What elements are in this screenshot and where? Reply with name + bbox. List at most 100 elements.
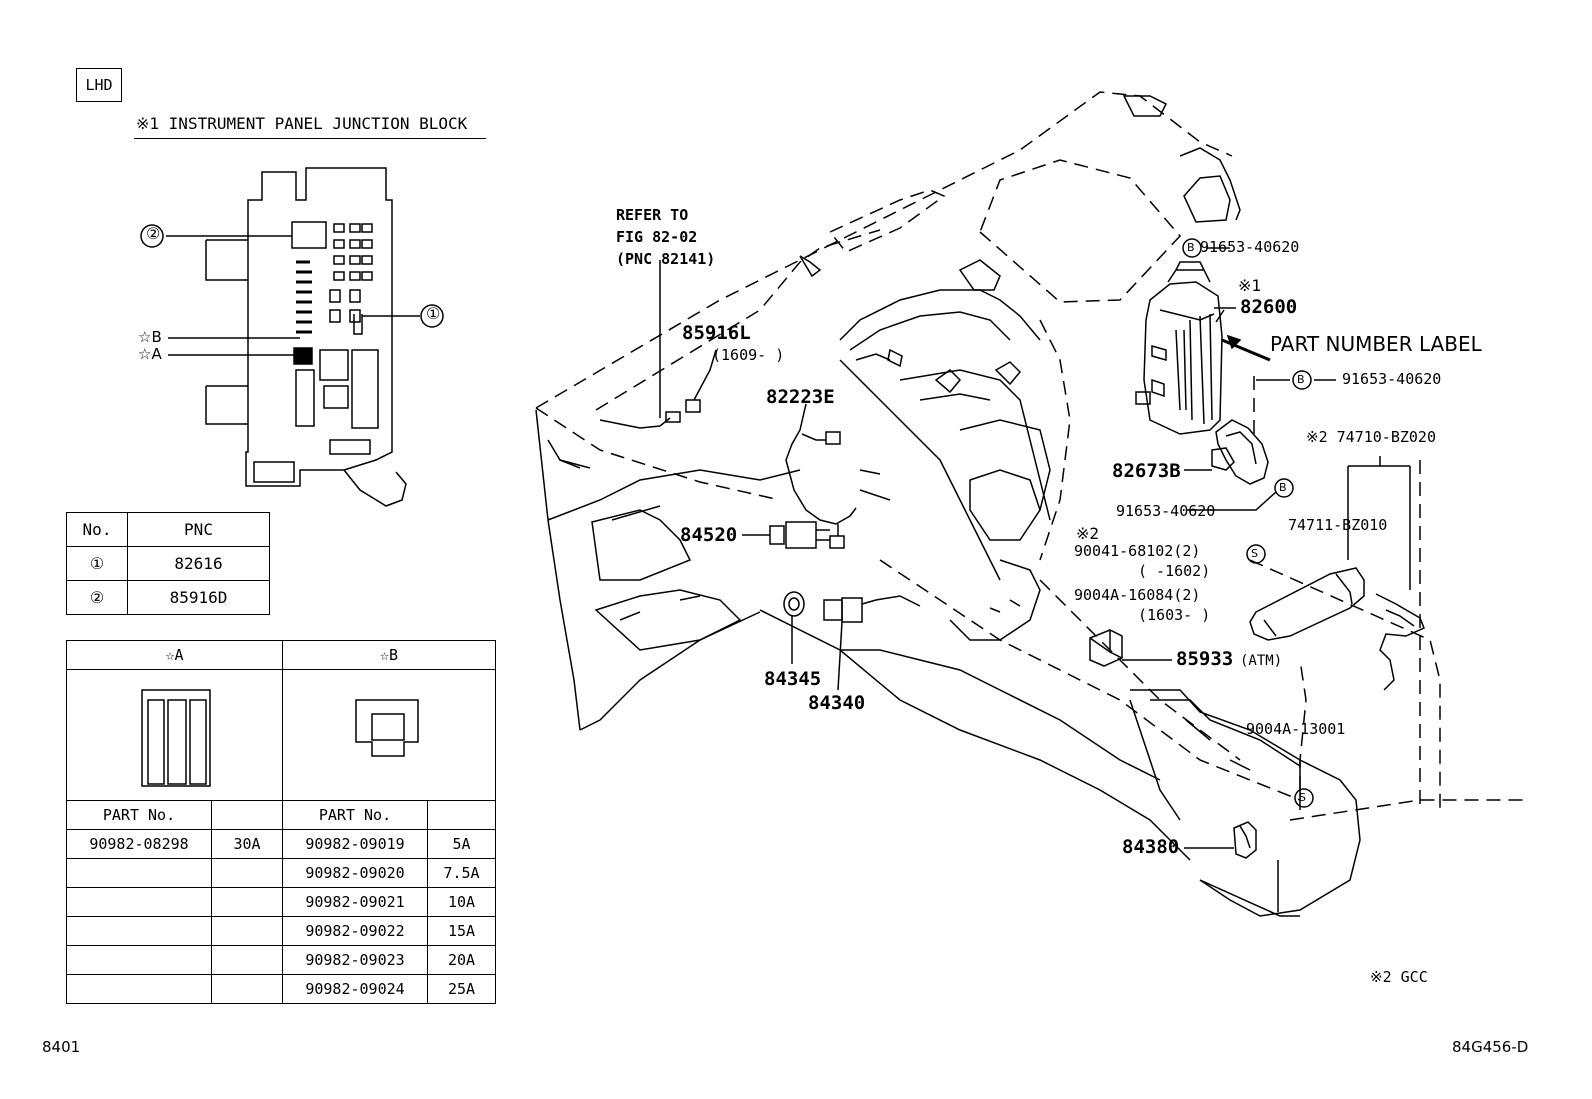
part-9004A-13001: 9004A-13001 [1246,720,1346,738]
part-84340: 84340 [808,692,866,714]
refer-line-3: (PNC 82141) [616,250,716,268]
part-85916L: 85916L [682,322,751,344]
part-82600: 82600 [1240,296,1298,318]
fuse-a-amp [211,945,283,975]
lhd-label: LHD [76,68,122,102]
part-74710: ※2 74710-BZ020 [1306,428,1436,446]
fuse-b-part-header: PART No. [282,800,428,830]
dashboard-body [535,95,1361,917]
fuse-a-amp [211,887,283,917]
part-90041-range: ( -1602) [1138,562,1211,580]
circle-2 [140,224,164,248]
footer-right-code: 84G456-D [1452,1038,1529,1056]
fuse-a-amp [211,916,283,946]
fuse-a-part [66,858,212,888]
footer-left-code: 8401 [42,1038,81,1056]
b-symbol: B [1297,373,1305,386]
fuse-a-part [66,887,212,917]
fuse-a-amp: 30A [211,829,283,859]
junction-marker-2: ② [146,224,161,243]
star-a-label: ☆A [138,345,162,363]
fuse-b-part: 90982-09023 [282,945,428,975]
switch-84340 [823,595,921,691]
part-number-label: PART NUMBER LABEL [1270,332,1482,356]
bracket-74711 [1375,593,1425,691]
fuse-b-amp: 15A [427,916,496,946]
dashboard-outline [535,91,1530,821]
module-82600 [1135,261,1271,435]
fuse-b-amp: 7.5A [427,858,496,888]
fuse-group-a: ☆A [66,640,283,670]
part-84380: 84380 [1122,836,1180,858]
part-82600-mark: ※1 [1238,276,1262,295]
fuse-bars [296,260,312,334]
table-row: 90982-08298 30A 90982-09019 5A [66,829,496,859]
fuse-header-row: PART No. PART No. [66,800,496,830]
bolt-b-3: 91653-40620 [1116,502,1216,520]
fuse-image-row [66,669,496,801]
note2-mark: ※2 [1076,524,1100,543]
b-symbol: B [1279,481,1287,494]
b-symbol: B [1187,241,1195,254]
part-9004A-16084: 9004A-16084(2) [1074,586,1201,604]
fuse-a-part [66,945,212,975]
part-84345: 84345 [764,668,822,690]
pnc-header-row: No. PNC [66,512,270,547]
fuse-b-amp: 10A [427,887,496,917]
pnc-no-cell: ② [66,580,128,615]
table-row: ① 82616 [66,546,270,581]
refer-line-1: REFER TO [616,206,689,224]
ring-84345 [783,591,805,664]
s-symbol: S [1251,547,1258,560]
fuse-a-image-cell [66,669,283,801]
fuse-b-part: 90982-09020 [282,858,428,888]
pnc-value-cell: 85916D [127,580,270,615]
pnc-no-cell: ① [66,546,128,581]
fuse-b-image-cell [282,669,496,801]
fuse-group-b: ☆B [282,640,496,670]
table-row: 90982-09024 25A [66,974,496,1004]
fuse-a-part [66,974,212,1004]
fuse-slots [329,223,373,323]
bolt-b-1: 91653-40620 [1200,238,1300,256]
clip-84380 [1184,821,1257,859]
relay-85933 [1089,629,1172,667]
lhd-text: LHD [85,76,113,94]
fuse-a-amp [211,974,283,1004]
pnc-value-cell: 82616 [127,546,270,581]
bolt-b-2: 91653-40620 [1342,370,1442,388]
part-84520: 84520 [680,524,738,546]
fuse-a-amp-header [211,800,283,830]
fuse-b-part: 90982-09022 [282,916,428,946]
part-85916L-range: (1609- ) [712,346,785,364]
b-circles [1182,238,1314,808]
circle-1 [420,304,444,328]
table-row: ② 85916D [66,580,270,615]
pnc-header-no: No. [66,512,128,547]
fuse-b-amp: 20A [427,945,496,975]
part-82673B: 82673B [1112,460,1181,482]
cover-74710 [1249,567,1365,641]
fuse-b-part: 90982-09021 [282,887,428,917]
table-row: 90982-09022 15A [66,916,496,946]
title-underline [134,138,486,139]
bracket-74710-leader [1347,456,1411,590]
callout-leaders [1186,247,1336,810]
fuse-b-amp-header [427,800,496,830]
fuse-group-row: ☆A ☆B [66,640,496,670]
table-row: 90982-09020 7.5A [66,858,496,888]
fuse-table: ☆A ☆B PART No. PART No. 90982-08298 30A … [66,640,496,1004]
switch-84520 [742,521,830,549]
s-symbol: S [1299,791,1306,804]
part-85933-note: (ATM) [1240,653,1283,669]
table-row: 90982-09023 20A [66,945,496,975]
fuse-b-amp: 25A [427,974,496,1004]
harness-82223E [785,403,857,549]
junction-block-drawing [140,167,444,507]
fuse-b-part: 90982-09019 [282,829,428,859]
junction-marker-1: ① [426,304,441,323]
refer-line-2: FIG 82-02 [616,228,698,246]
fuse-b-amp: 5A [427,829,496,859]
fuse-a-part [66,916,212,946]
